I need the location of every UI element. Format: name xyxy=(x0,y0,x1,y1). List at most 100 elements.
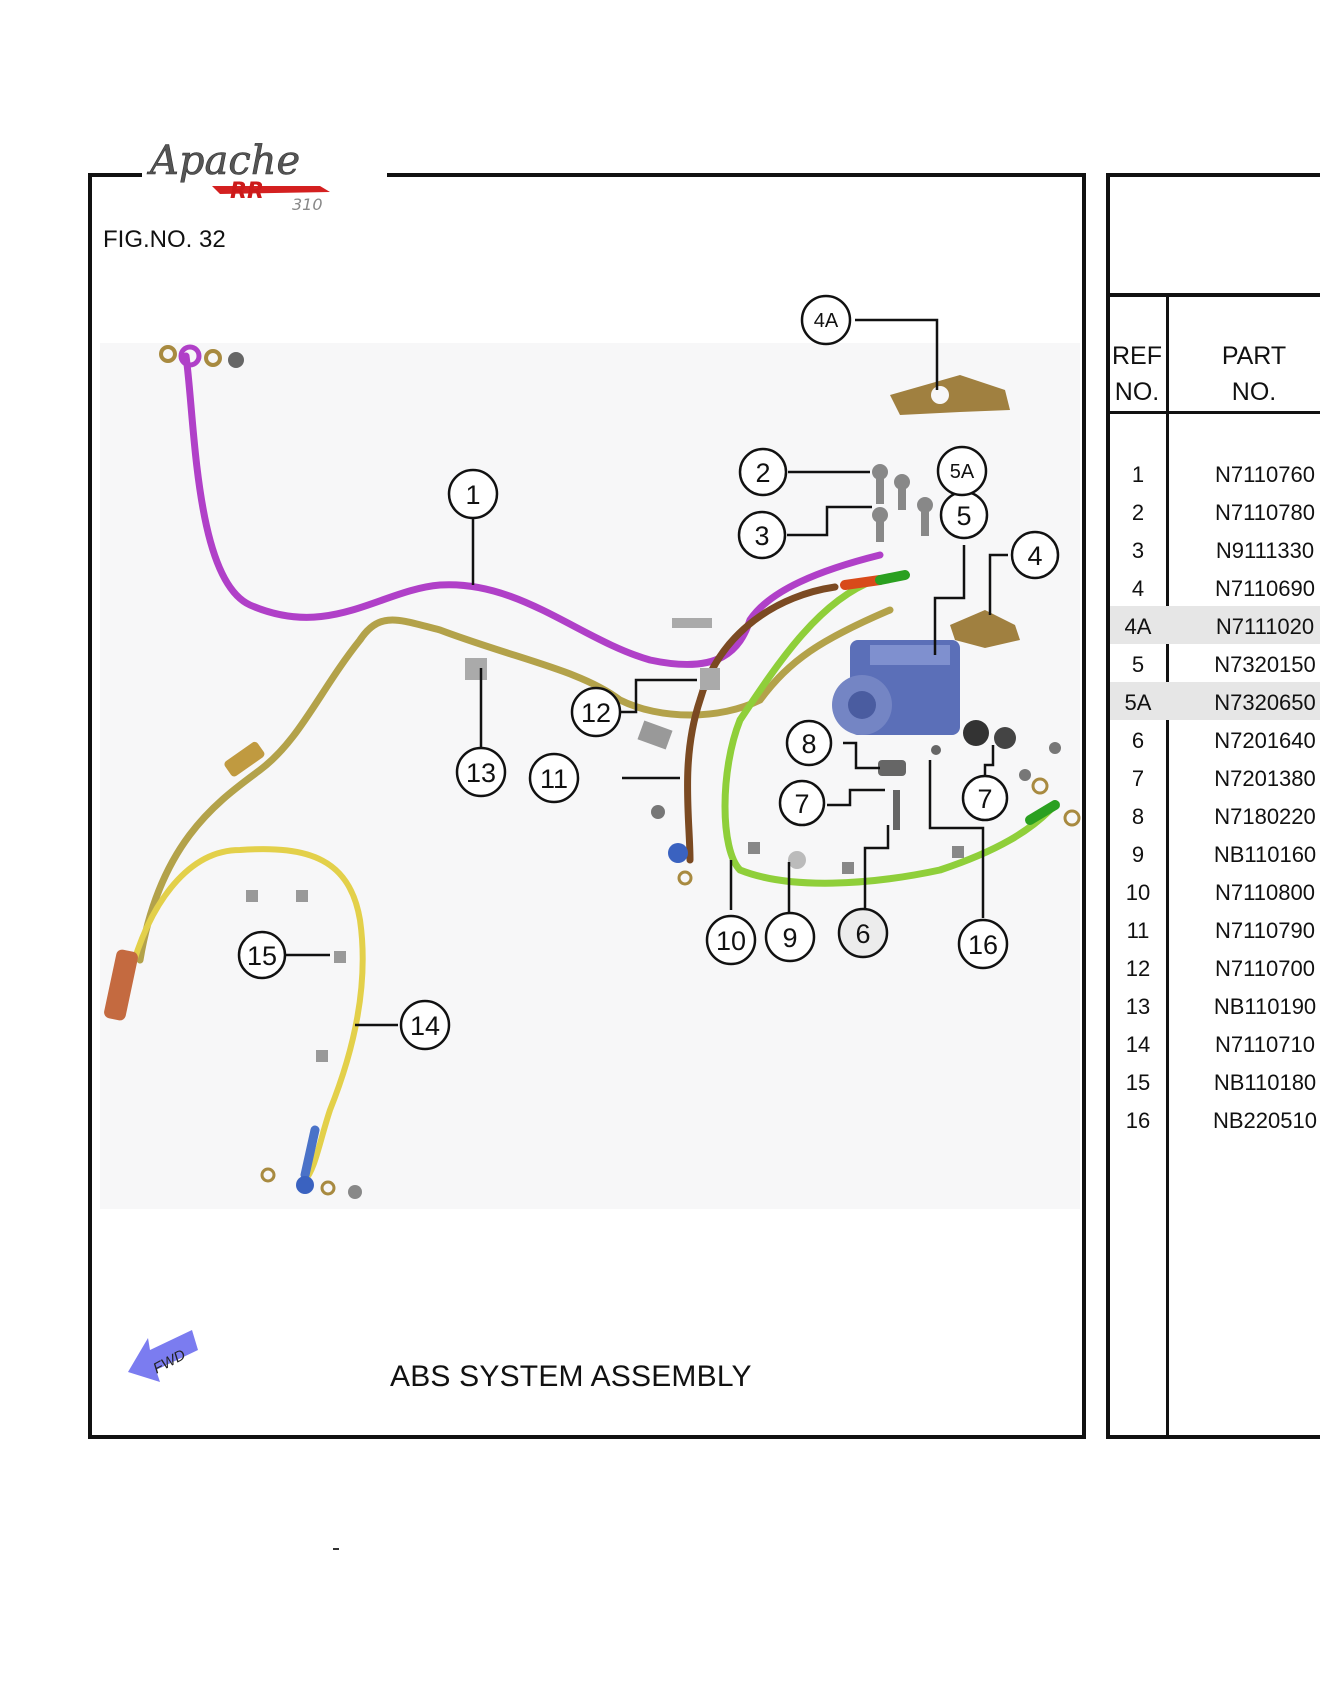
parts-table-frame xyxy=(1106,173,1320,1439)
callout-label: 6 xyxy=(855,919,870,949)
callout-3: 3 xyxy=(737,510,787,560)
callout-label: 12 xyxy=(581,698,611,728)
part-no-cell: N7201380 xyxy=(1214,766,1316,791)
ref-no-cell: 2 xyxy=(1131,500,1145,525)
clamp-icon xyxy=(465,658,487,680)
ref-no-cell: 12 xyxy=(1125,956,1151,981)
callout-label: 7 xyxy=(977,784,992,814)
table-header-part: PART NO. xyxy=(1169,338,1320,410)
callout-12: 12 xyxy=(570,686,622,738)
hose-fitting-icon xyxy=(840,575,885,590)
figure-number: FIG.NO. 32 xyxy=(103,226,226,253)
callout-label: 11 xyxy=(540,764,568,794)
bolt-icon xyxy=(872,507,888,523)
clip-icon xyxy=(952,846,964,858)
svg-text:310: 310 xyxy=(292,195,323,214)
callout-15: 15 xyxy=(237,930,287,980)
clip-icon xyxy=(334,951,346,963)
banjo-fitting-icon xyxy=(178,344,202,368)
callout-label: 14 xyxy=(410,1011,440,1041)
grommet-icon xyxy=(788,851,806,869)
bolt-icon xyxy=(348,1185,362,1199)
part-no-cell: N7180220 xyxy=(1214,804,1316,829)
callout-13: 13 xyxy=(455,746,507,798)
callout-4: 4 xyxy=(1010,530,1060,580)
callout-label: 2 xyxy=(755,458,770,488)
callout-label: 16 xyxy=(968,930,998,960)
washer-icon xyxy=(1063,809,1081,827)
header-part-line2: NO. xyxy=(1231,378,1277,406)
ref-no-cell: 4 xyxy=(1131,576,1145,601)
table-header-ref: REF NO. xyxy=(1108,338,1166,410)
callout-5a: 5A xyxy=(936,445,988,497)
washer-icon xyxy=(260,1167,276,1183)
clip-icon xyxy=(748,842,760,854)
ref-no-cell: 16 xyxy=(1125,1108,1151,1133)
grommet-icon xyxy=(994,727,1016,749)
callout-label: 9 xyxy=(782,923,797,953)
splitter-fitting-icon xyxy=(224,741,265,777)
clip-icon xyxy=(296,890,308,902)
callout-4a: 4A xyxy=(800,294,852,346)
brake-hose-12 xyxy=(136,606,894,964)
ref-no-cell: 7 xyxy=(1131,766,1145,791)
ref-no-cell: 1 xyxy=(1131,462,1145,487)
ref-no-cell: 3 xyxy=(1131,538,1145,563)
ref-no-cell: 5A xyxy=(1124,690,1152,715)
part-no-cell: N7110780 xyxy=(1215,500,1315,525)
diagram-frame xyxy=(88,173,1086,1439)
ref-no-cell: 15 xyxy=(1125,1070,1151,1095)
table-row: 15 NB110180 xyxy=(1110,1062,1320,1100)
callout-6: 6 xyxy=(837,907,889,959)
clamp-icon xyxy=(637,720,673,750)
table-row: 7 N7201380 xyxy=(1110,758,1320,796)
bolt-icon xyxy=(931,745,941,755)
table-row: 1 N7110760 xyxy=(1110,454,1320,492)
callout-label: 15 xyxy=(247,941,277,971)
callout-1: 1 xyxy=(447,468,499,520)
callout-label: 4A xyxy=(814,310,839,332)
stray-mark xyxy=(333,1548,339,1550)
bolt-icon xyxy=(1019,769,1031,781)
callout-label: 5 xyxy=(956,501,971,531)
callout-11: 11 xyxy=(528,752,580,804)
ref-no-cell: 9 xyxy=(1131,842,1145,867)
part-no-cell: N7111020 xyxy=(1215,614,1315,639)
brake-hose-10 xyxy=(721,576,1054,887)
bolt-icon xyxy=(228,352,244,368)
part-no-cell: N7110760 xyxy=(1215,462,1315,487)
banjo-fitting-icon xyxy=(296,1176,314,1194)
spacer-icon xyxy=(878,760,906,776)
callout-8: 8 xyxy=(785,719,833,767)
bolt-icon xyxy=(893,790,900,830)
part-no-cell: NB110160 xyxy=(1213,842,1317,867)
callout-label: 4 xyxy=(1027,541,1042,571)
callout-2: 2 xyxy=(738,447,788,497)
ref-no-cell: 11 xyxy=(1126,918,1150,943)
part-no-cell: NB110180 xyxy=(1213,1070,1317,1095)
washer-icon xyxy=(677,870,693,886)
bolt-icon xyxy=(651,805,665,819)
header-part-line1: PART xyxy=(1221,342,1287,370)
hose-fitting-icon xyxy=(300,1125,320,1180)
clip-icon xyxy=(316,1050,328,1062)
callout-label: 7 xyxy=(794,789,809,819)
caliper-fitting-icon xyxy=(104,949,138,1021)
clip-icon xyxy=(842,862,854,874)
diagram-background xyxy=(100,343,1080,1209)
brake-hose-11 xyxy=(684,583,839,864)
washer-icon xyxy=(204,349,222,367)
washer-icon xyxy=(1031,777,1049,795)
header-ref-line1: REF xyxy=(1112,342,1162,370)
brake-hose-14 xyxy=(127,846,366,1183)
table-column-divider xyxy=(1166,293,1169,1439)
callout-7: 7 xyxy=(778,779,826,827)
